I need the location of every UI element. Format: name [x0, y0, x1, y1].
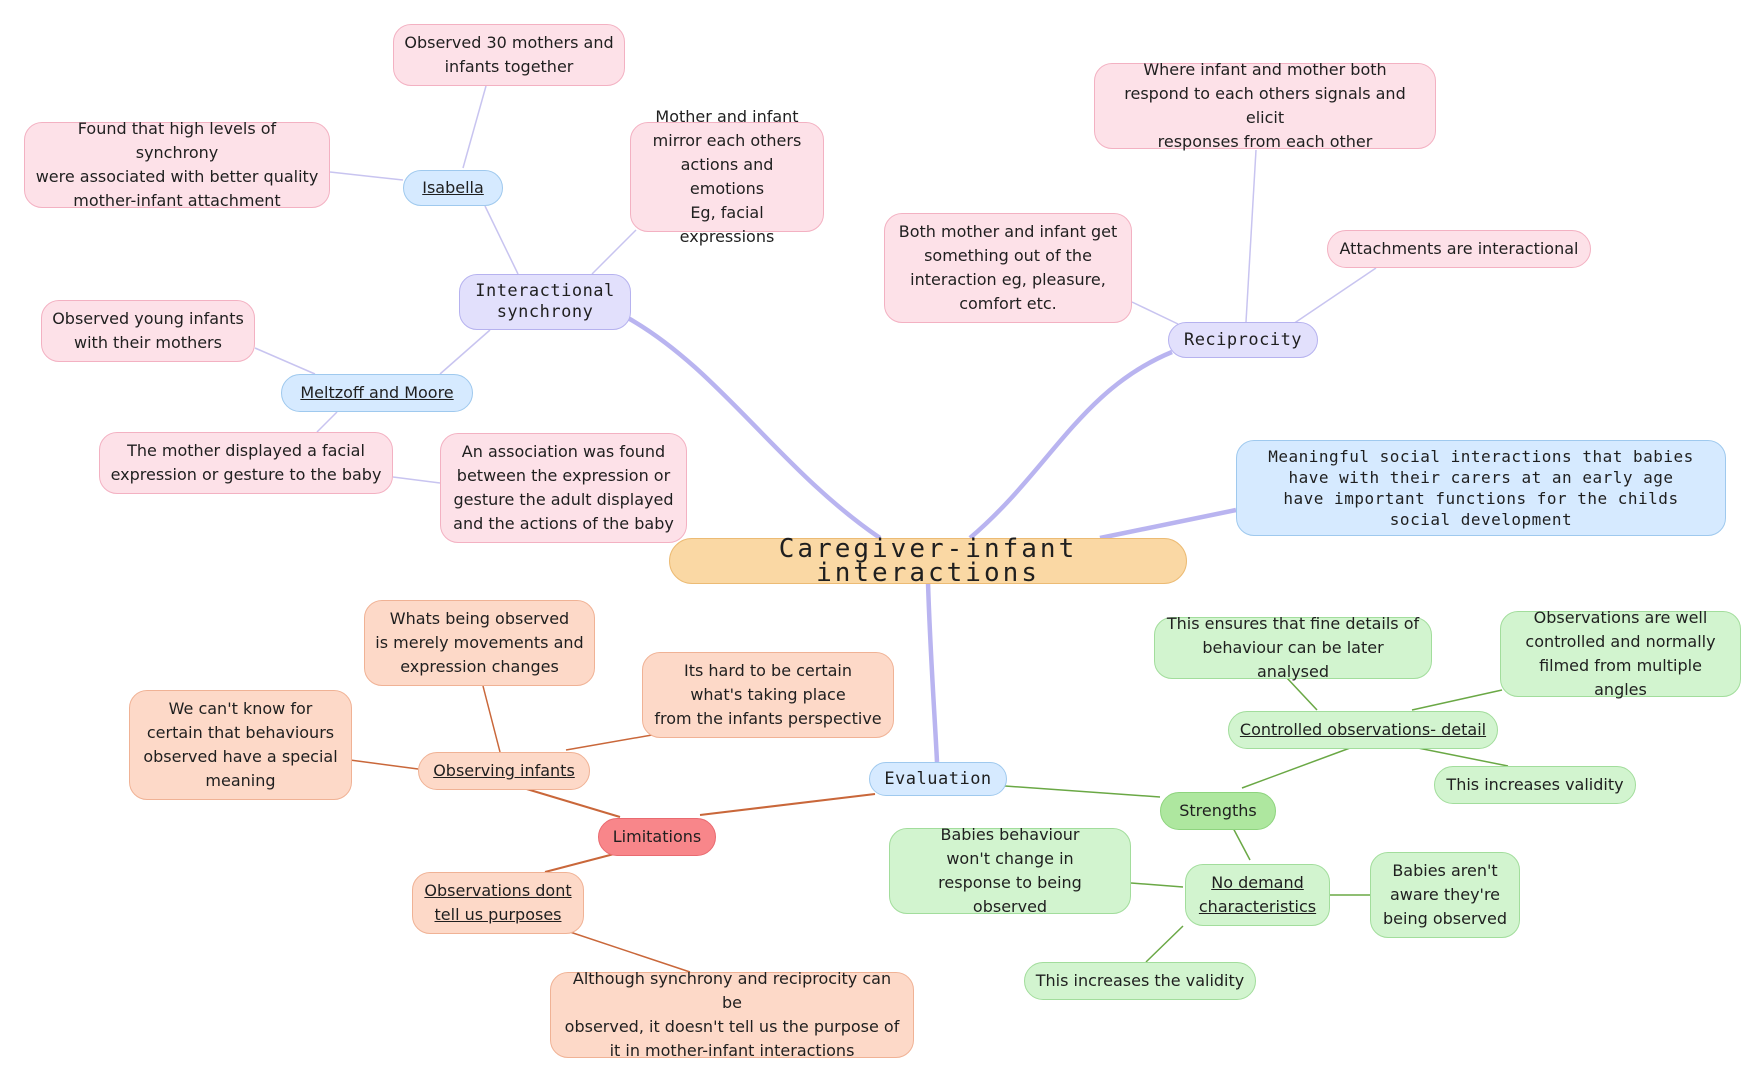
meltzoff-moore-node[interactable]: Meltzoff and Moore: [281, 374, 473, 412]
link-limitations-purposes: [544, 853, 615, 873]
link-isabella-observed: [462, 85, 487, 169]
controlled-fine[interactable]: This ensures that fine details of behavi…: [1154, 614, 1432, 681]
link-strengths-controlled: [1241, 747, 1351, 789]
reciprocity-node[interactable]: Reciprocity: [1168, 322, 1318, 358]
link-purposes-although: [569, 931, 691, 973]
meltzoff-displayed[interactable]: The mother displayed a facial expression…: [99, 432, 393, 494]
synchrony-description[interactable]: Mother and infant mirror each others act…: [630, 107, 824, 246]
meltzoff-observed[interactable]: Observed young infants with their mother…: [41, 300, 255, 362]
definition-note[interactable]: Meaningful social interactions that babi…: [1236, 440, 1726, 536]
observing-infants-node[interactable]: Observing infants: [418, 752, 590, 790]
link-evaluation-limitations: [699, 793, 876, 816]
central-topic[interactable]: Caregiver-infant interactions: [669, 536, 1187, 586]
link-displayed-association: [392, 476, 441, 484]
reciprocity-description[interactable]: Where infant and mother both respond to …: [1094, 60, 1436, 151]
controlled-observations-node[interactable]: Controlled observations- detail: [1228, 711, 1498, 749]
link-synchrony-meltzoff: [439, 329, 491, 375]
demand-arent-aware[interactable]: Babies aren't aware they're being observ…: [1370, 852, 1520, 938]
link-isabella-found: [329, 171, 404, 181]
observations-purposes-node[interactable]: Observations dont tell us purposes: [412, 872, 584, 934]
meltzoff-association[interactable]: An association was found between the exp…: [440, 433, 687, 543]
reciprocity-both[interactable]: Both mother and infant get something out…: [884, 213, 1132, 323]
observing-cant-know[interactable]: We can't know for certain that behaviour…: [129, 690, 352, 800]
link-reciprocity-interactional: [1292, 267, 1377, 325]
link-synchrony-desc: [591, 229, 637, 275]
strengths-node[interactable]: Strengths: [1160, 792, 1276, 830]
demand-validity[interactable]: This increases the validity: [1024, 962, 1256, 1000]
link-synchrony-isabella: [484, 205, 519, 275]
link-strengths-demand: [1231, 825, 1251, 861]
link-observing-merely: [482, 685, 501, 753]
isabella-node[interactable]: Isabella: [403, 170, 503, 206]
link-observing-hard: [565, 734, 653, 751]
purposes-although[interactable]: Although synchrony and reciprocity can b…: [550, 969, 914, 1060]
link-meltzoff-observed: [254, 347, 316, 375]
link-reciprocity-both: [1131, 301, 1179, 325]
observing-merely[interactable]: Whats being observed is merely movements…: [364, 600, 595, 686]
link-reciprocity-desc: [1245, 149, 1257, 323]
controlled-well[interactable]: Observations are well controlled and nor…: [1500, 608, 1741, 699]
link-observing-cantknow: [349, 759, 419, 770]
link-meltzoff-displayed: [316, 411, 338, 433]
demand-wont-change[interactable]: Babies behaviour won't change in respons…: [889, 825, 1131, 916]
observing-hard[interactable]: Its hard to be certain what's taking pla…: [642, 652, 894, 738]
evaluation-node[interactable]: Evaluation: [869, 762, 1007, 796]
isabella-found[interactable]: Found that high levels of synchrony were…: [24, 119, 330, 210]
reciprocity-interactional[interactable]: Attachments are interactional: [1327, 230, 1591, 268]
link-evaluation-strengths: [1004, 785, 1161, 798]
link-demand-wontchange: [1130, 882, 1184, 888]
link-controlled-fine: [1286, 677, 1318, 711]
link-central-evaluation: [925, 581, 940, 763]
link-controlled-validity: [1417, 747, 1509, 767]
link-controlled-well: [1411, 689, 1503, 711]
link-central-reciprocity: [968, 349, 1173, 540]
no-demand-node[interactable]: No demand characteristics: [1185, 864, 1330, 926]
link-central-synchrony: [626, 316, 882, 540]
isabella-observed[interactable]: Observed 30 mothers and infants together: [393, 24, 625, 86]
link-central-definition: [1099, 507, 1237, 541]
link-limitations-observing: [519, 786, 621, 818]
interactional-synchrony-node[interactable]: Interactional synchrony: [459, 274, 631, 330]
limitations-node[interactable]: Limitations: [598, 818, 716, 856]
controlled-validity[interactable]: This increases validity: [1434, 766, 1636, 804]
link-demand-validity: [1145, 925, 1184, 963]
